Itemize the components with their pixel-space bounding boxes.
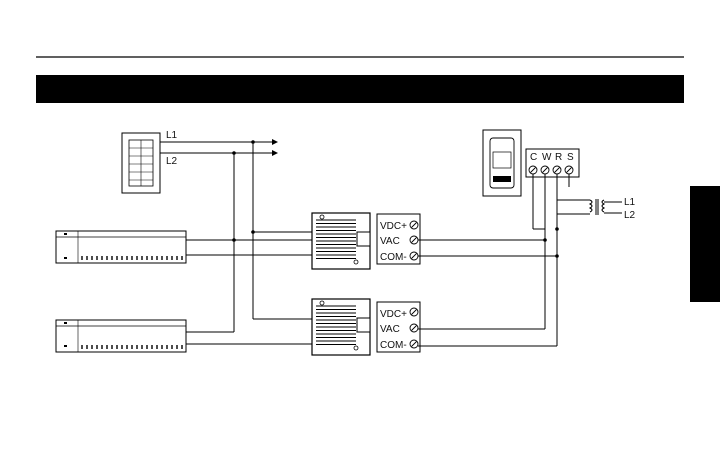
junction-dot bbox=[251, 230, 255, 234]
l1-arrow-icon bbox=[272, 139, 278, 145]
transformer-coil-icon bbox=[590, 199, 604, 215]
power-supply-lower bbox=[312, 299, 370, 355]
controller-strip-lower bbox=[56, 320, 186, 352]
header-bar bbox=[36, 75, 684, 103]
power-panel-icon bbox=[122, 133, 160, 193]
terminal-label-vdc: VDC+ bbox=[380, 221, 407, 232]
terminal-block-upper: VDC+ VAC COM- bbox=[377, 214, 420, 264]
terminal-screw-icon bbox=[553, 166, 561, 174]
transformer-l2-label: L2 bbox=[624, 210, 636, 221]
terminal-screw-icon bbox=[410, 252, 418, 260]
terminal-screw-icon bbox=[529, 166, 537, 174]
terminal-label-r: R bbox=[555, 152, 562, 163]
terminal-label-c: C bbox=[530, 152, 537, 163]
power-supply-upper bbox=[312, 213, 370, 269]
junction-dot bbox=[555, 227, 559, 231]
controller-strip-upper bbox=[56, 231, 186, 263]
terminal-screw-icon bbox=[410, 236, 418, 244]
terminal-label-vac: VAC bbox=[380, 236, 400, 247]
terminal-label-w: W bbox=[542, 152, 552, 163]
terminal-screw-icon bbox=[410, 308, 418, 316]
side-tab bbox=[690, 186, 720, 302]
terminal-label-com: COM- bbox=[380, 340, 407, 351]
terminal-screw-icon bbox=[410, 340, 418, 348]
terminal-screw-icon bbox=[565, 166, 573, 174]
l2-label: L2 bbox=[166, 156, 178, 167]
transformer-l1-label: L1 bbox=[624, 197, 636, 208]
terminal-block-lower: VDC+ VAC COM- bbox=[377, 302, 420, 352]
thermostat-terminal-strip: C W R S bbox=[526, 149, 579, 177]
terminal-label-vdc: VDC+ bbox=[380, 309, 407, 320]
terminal-screw-icon bbox=[541, 166, 549, 174]
thermostat-icon bbox=[483, 130, 521, 196]
terminal-label-com: COM- bbox=[380, 252, 407, 263]
terminal-label-s: S bbox=[567, 152, 574, 163]
terminal-screw-icon bbox=[410, 324, 418, 332]
terminal-label-vac: VAC bbox=[380, 324, 400, 335]
l2-arrow-icon bbox=[272, 150, 278, 156]
l1-label: L1 bbox=[166, 130, 178, 141]
terminal-screw-icon bbox=[410, 221, 418, 229]
